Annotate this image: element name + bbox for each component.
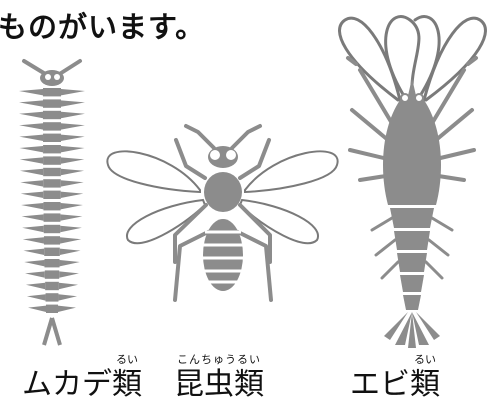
label-shrimp: エビるい類 (350, 368, 440, 402)
label-shrimp-prefix: エビ (350, 367, 410, 402)
ruby-centipede: るい (116, 354, 138, 366)
label-shrimp-base: 類 (410, 367, 440, 402)
label-insect: こんちゅうるい昆虫類 (174, 368, 264, 402)
label-insect-base: 昆虫類 (174, 367, 264, 402)
centipede-icon (19, 61, 85, 345)
label-centipede-prefix: ムカデ (22, 367, 112, 402)
shrimp-icon (339, 17, 485, 348)
insect-icon (107, 126, 337, 300)
ruby-insect: こんちゅうるい (177, 354, 261, 366)
label-centipede: ムカデるい類 (22, 368, 142, 402)
label-centipede-base: 類 (112, 367, 142, 402)
ruby-shrimp: るい (414, 354, 436, 366)
